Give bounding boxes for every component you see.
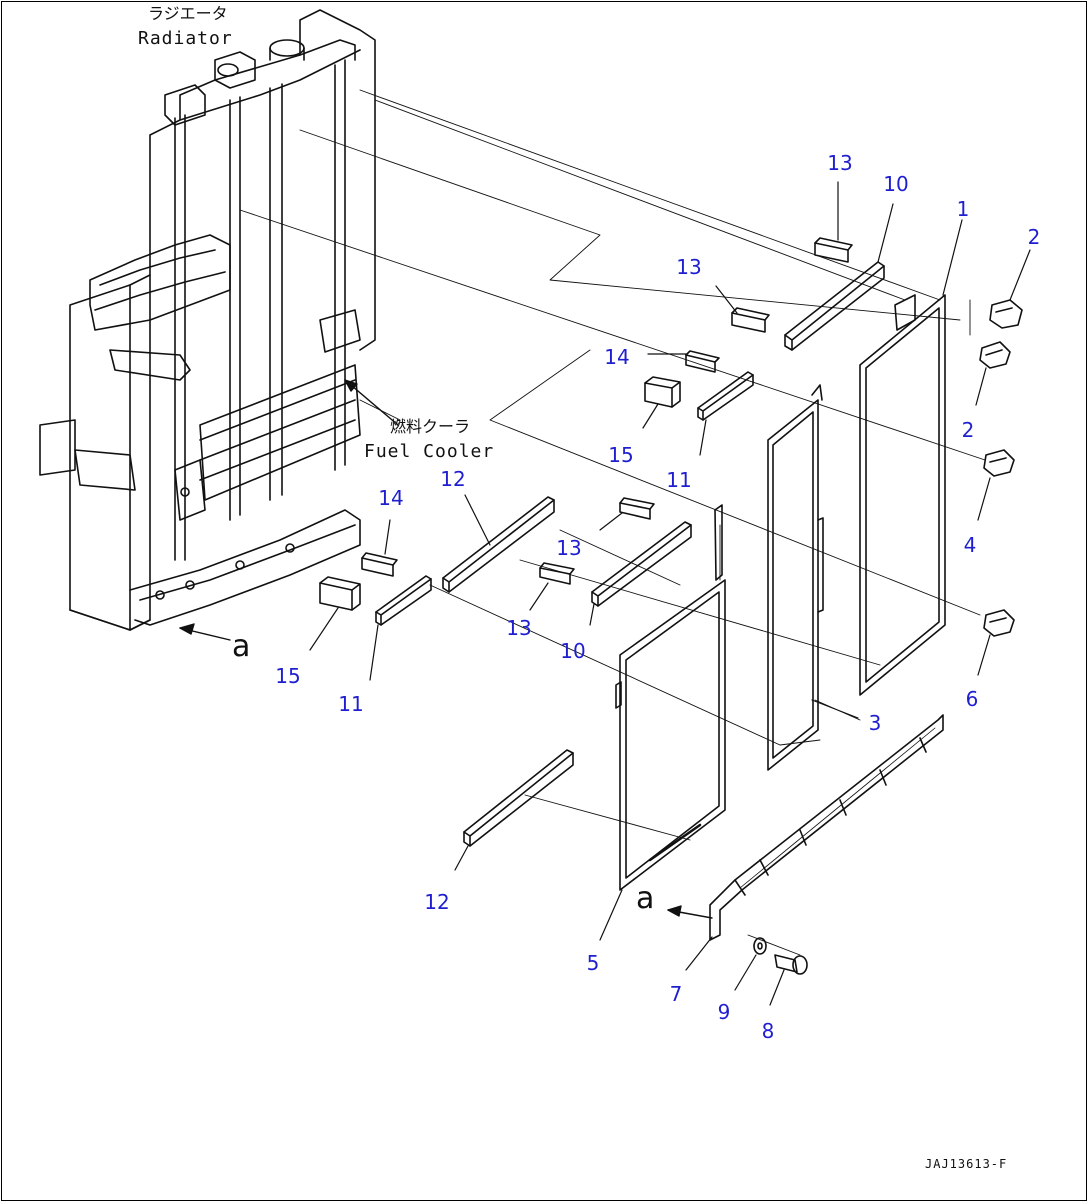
callout-10: 10 [883,172,909,196]
callout-13: 13 [676,255,702,279]
radiator-label-en: Radiator [138,28,233,49]
callout-11: 11 [666,468,692,492]
callout-9: 9 [717,1000,731,1024]
radiator-label-jp: ラジエータ [148,4,228,23]
callout-7: 7 [669,982,683,1006]
callout-4: 4 [963,533,977,557]
callout-2: 2 [1027,225,1041,249]
callout-11: 11 [338,692,364,716]
callout-15: 15 [275,664,301,688]
callout-10: 10 [560,639,586,663]
callout-14: 14 [604,345,630,369]
callout-13: 13 [556,536,582,560]
clip-2-upper [989,299,1023,329]
clip-2-lower [979,341,1011,369]
callout-14: 14 [378,486,404,510]
callout-3: 3 [868,711,882,735]
callout-12: 12 [440,467,466,491]
leader-lines [309,181,1031,1006]
seal-strips [319,237,885,847]
panel-3 [767,384,824,771]
clip-4 [983,449,1015,477]
bolt-8 [774,954,808,975]
clip-6 [983,609,1015,637]
callout-6: 6 [965,687,979,711]
callout-13: 13 [506,616,532,640]
callout-1: 1 [956,197,970,221]
view-a-label-bottom: a [636,881,655,916]
callout-8: 8 [761,1019,775,1043]
washer-9 [753,937,767,955]
rail-7 [709,714,944,941]
callout-13: 13 [827,151,853,175]
callout-15: 15 [608,443,634,467]
callout-5: 5 [586,951,600,975]
panel-1 [859,294,946,696]
view-arrows [179,379,713,919]
drawing-code: JAJ13613-F [925,1157,1008,1171]
assembly-guide-lines [239,89,986,956]
panel-5 [615,504,726,891]
callout-12: 12 [424,890,450,914]
callout-2: 2 [961,418,975,442]
view-a-label-left: a [232,629,251,664]
fuel-cooler-label-jp: 燃料クーラ [390,417,471,436]
radiator-assembly [39,9,376,631]
fuel-cooler-label-en: Fuel Cooler [364,441,495,462]
